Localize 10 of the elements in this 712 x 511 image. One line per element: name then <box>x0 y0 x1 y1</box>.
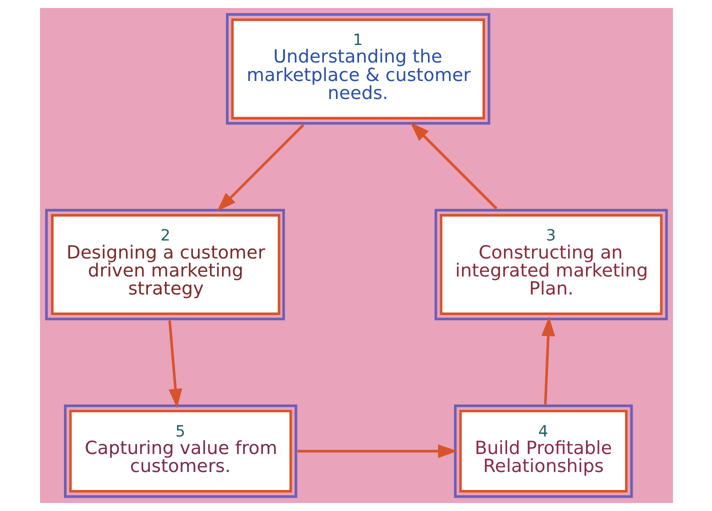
arrow <box>410 122 497 210</box>
node-box: 4 Build Profitable Relationships <box>454 404 632 498</box>
node-box: 5 Capturing value from customers. <box>63 404 297 498</box>
arrow <box>216 124 304 212</box>
node-box: 1 Understanding the marketplace & customer needs. <box>225 13 490 125</box>
arrow <box>540 316 555 404</box>
arrow <box>297 444 458 458</box>
node-box: 2 Designing a customer driven marketing strategy <box>44 208 284 320</box>
arrow <box>168 320 182 408</box>
node-box: 3 Constructing an integrated marketing Plan. <box>434 208 668 320</box>
